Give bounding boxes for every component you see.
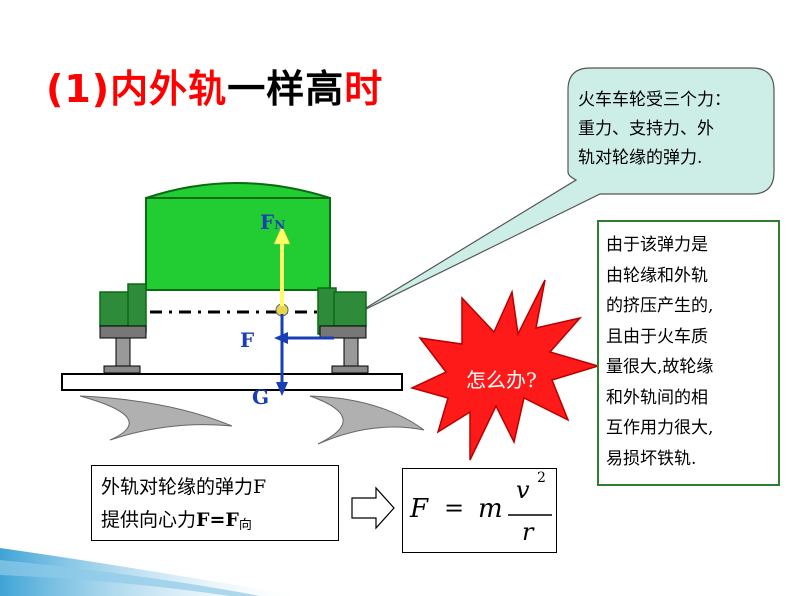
- statement-line-2-text: 提供向心力: [101, 509, 197, 531]
- title-part-1: (1)内外轨: [46, 67, 228, 111]
- statement-line-2: 提供向心力F=F向: [101, 505, 252, 533]
- track-curve-right: [309, 395, 425, 445]
- normal-force-label: FN: [260, 210, 285, 234]
- implies-arrow-shape: [351, 486, 395, 530]
- explanation-box: [597, 220, 780, 486]
- statement-box: [91, 465, 339, 541]
- question-text: 怎么办?: [466, 368, 537, 392]
- statement-line-2-eq: F=F: [196, 509, 239, 531]
- gravity-arrowhead: [276, 382, 288, 396]
- right-wheel-flange: [333, 291, 367, 327]
- elastic-force-arrowhead: [274, 332, 288, 344]
- callout-bubble-shape: [355, 67, 775, 315]
- gravity-label: G: [252, 385, 270, 409]
- formula-box: [402, 468, 557, 553]
- title-part-3: 时: [344, 67, 384, 111]
- formula-equals: =: [444, 494, 465, 522]
- title-part-2: 一样高: [227, 67, 345, 111]
- car-roof: [145, 182, 331, 199]
- right-rail-head: [319, 325, 367, 339]
- normal-force-arrowhead: [273, 225, 291, 245]
- track-base: [61, 373, 403, 391]
- formula-denominator: r: [522, 518, 534, 546]
- explanation-line: 的挤压产生的,: [606, 296, 714, 316]
- car-body: [145, 197, 331, 291]
- explanation-line: 由轮缘和外轨: [606, 265, 708, 286]
- question-burst-shape: [409, 279, 601, 461]
- formula-lhs: F: [410, 494, 429, 524]
- left-wheel-flange: [99, 291, 131, 327]
- page-title: (1)内外轨一样高时: [46, 58, 383, 113]
- callout-line: 火车车轮受三个力：: [578, 90, 731, 110]
- explanation-line: 且由于火车质: [606, 326, 708, 347]
- track-curve-left: [79, 395, 233, 441]
- explanation-line: 量很大,故轮缘: [606, 357, 714, 377]
- callout-text: 火车车轮受三个力： 重力、支持力、外 轨对轮缘的弹力.: [578, 86, 768, 173]
- formula-exponent: 2: [537, 470, 546, 486]
- explanation-line: 和外轨间的相: [606, 387, 708, 408]
- corner-swoosh-light: [0, 560, 260, 596]
- corner-swoosh: [0, 548, 300, 596]
- explanation-line: 由于该弹力是: [606, 235, 708, 255]
- formula-mass: m: [478, 494, 503, 524]
- elastic-force-label: F: [240, 328, 255, 352]
- formula-numerator: v: [516, 476, 530, 504]
- explanation-text: 由于该弹力是 由轮缘和外轨 的挤压产生的, 且由于火车质 量很大,故轮缘 和外轨…: [606, 230, 778, 474]
- explanation-line: 互作用力很大,: [606, 418, 714, 438]
- statement-line-2-sub: 向: [238, 518, 252, 533]
- normal-force-label-sub: N: [274, 218, 286, 232]
- explanation-line: 易损坏铁轨.: [606, 448, 697, 469]
- callout-line: 轨对轮缘的弹力.: [578, 148, 703, 168]
- normal-force-label-main: F: [260, 210, 275, 234]
- callout-line: 重力、支持力、外: [578, 119, 714, 139]
- statement-line-1: 外轨对轮缘的弹力F: [101, 476, 267, 498]
